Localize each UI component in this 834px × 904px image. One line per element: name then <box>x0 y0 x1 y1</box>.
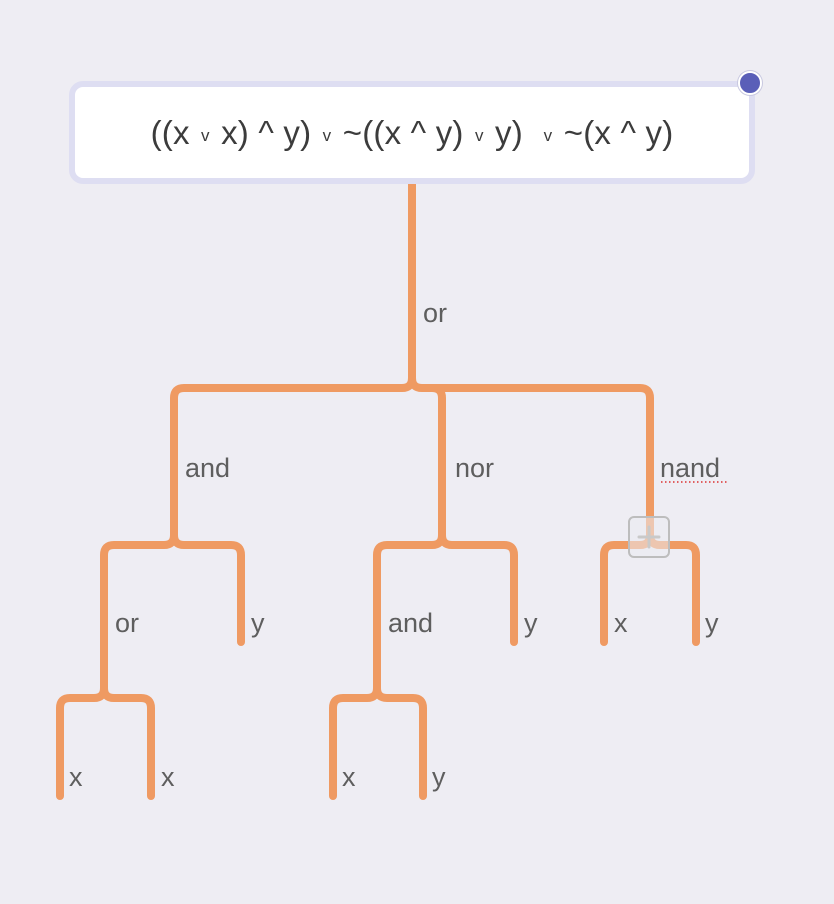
leaf-left-y: y <box>251 608 265 638</box>
expression-segment: ~((x ^ y) <box>333 113 473 151</box>
expression-or-operator: v <box>543 125 553 145</box>
leaf-or-x2: x <box>161 762 175 792</box>
or-branch-right <box>100 684 155 800</box>
leaf-and-y: y <box>432 762 446 792</box>
label-root-or: or <box>423 298 447 328</box>
nor-branch-right <box>438 531 518 646</box>
add-node-button[interactable] <box>628 516 670 558</box>
expression-input-box[interactable]: ((x v x) ^ y) v ~((x ^ y) v y) v ~(x ^ y… <box>69 81 755 184</box>
label-nand[interactable]: nand <box>660 453 720 483</box>
root-fork-mid <box>428 384 446 539</box>
expression-segment: x) ^ y) <box>211 113 321 151</box>
root-trunk <box>170 178 416 489</box>
root-fork-right <box>408 374 654 519</box>
mid-and-branch-right <box>373 684 427 800</box>
expression-segment: y) <box>485 113 542 151</box>
expression-segment: ((x <box>150 113 200 151</box>
label-nor: nor <box>455 453 494 483</box>
expression-or-operator: v <box>474 125 484 145</box>
label-left-or: or <box>115 608 139 638</box>
expression-or-operator: v <box>322 125 332 145</box>
and-branch-right <box>170 531 245 646</box>
plus-icon <box>637 525 661 549</box>
expression-or-operator: v <box>201 125 210 145</box>
leaf-mid-y: y <box>524 608 538 638</box>
label-and: and <box>185 453 230 483</box>
expression-segment: ~(x ^ y) <box>554 113 674 151</box>
leaf-or-x1: x <box>69 762 83 792</box>
drag-handle-icon[interactable] <box>738 71 762 95</box>
leaf-and-x: x <box>342 762 356 792</box>
label-mid-and: and <box>388 608 433 638</box>
leaf-right-x: x <box>614 608 628 638</box>
expression-text[interactable]: ((x v x) ^ y) v ~((x ^ y) v y) v ~(x ^ y… <box>151 114 674 152</box>
leaf-right-y: y <box>705 608 719 638</box>
